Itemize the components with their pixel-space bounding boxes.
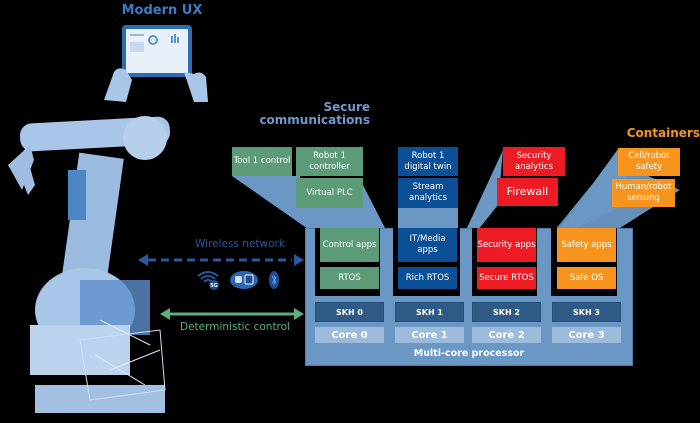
wireless-arrow bbox=[138, 254, 304, 266]
wireless-icons: 5G bbox=[197, 271, 279, 290]
rtos-chip: RTOS bbox=[320, 267, 379, 289]
skh-0: SKH 0 bbox=[315, 302, 384, 322]
it-media-apps-chip: IT/Media apps bbox=[398, 228, 457, 262]
funnel-core0 bbox=[232, 176, 374, 236]
virtual-plc-chip: Virtual PLC bbox=[296, 178, 363, 208]
wireless-network-label: Wireless network bbox=[195, 238, 285, 250]
wifi-cloud-icon bbox=[230, 271, 258, 289]
funnel-core1 bbox=[398, 208, 458, 228]
firewall-chip: Firewall bbox=[497, 178, 558, 206]
funnel-core2 bbox=[466, 150, 503, 230]
deterministic-arrowhead-left bbox=[160, 308, 170, 320]
control-apps-chip: Control apps bbox=[320, 228, 379, 262]
human-robot-sensing-chip: Human/robot sensing bbox=[612, 179, 675, 207]
safety-apps-chip: Safety apps bbox=[557, 228, 616, 262]
core-3: Core 3 bbox=[552, 327, 621, 343]
deterministic-arrow bbox=[160, 308, 304, 320]
safe-os-chip: Safe OS bbox=[557, 267, 616, 289]
robot-arm-illustration bbox=[8, 116, 171, 413]
core-1: Core 1 bbox=[395, 327, 464, 343]
skh-3: SKH 3 bbox=[552, 302, 621, 322]
deterministic-arrowhead-right bbox=[294, 308, 304, 320]
robot-1-controller-chip: Robot 1 controller bbox=[296, 147, 363, 176]
wireless-arrowhead-left bbox=[138, 254, 148, 266]
bluetooth-icon bbox=[269, 271, 279, 289]
svg-text:5G: 5G bbox=[210, 283, 218, 289]
containers-title: Containers bbox=[626, 126, 700, 140]
secure-communications-title: Secure communications bbox=[259, 100, 370, 128]
stream-analytics-chip: Stream analytics bbox=[398, 178, 458, 208]
security-apps-chip: Security apps bbox=[477, 228, 536, 262]
tool-1-control-chip: Tool 1 control bbox=[232, 147, 292, 176]
modern-ux-title: Modern UX bbox=[121, 3, 203, 18]
processor-label: Multi-core processor bbox=[413, 348, 525, 359]
cell-robot-safety-chip: Cell/robot safety bbox=[618, 148, 680, 176]
skh-1: SKH 1 bbox=[395, 302, 464, 322]
5g-wifi-icon: 5G bbox=[197, 271, 219, 290]
core-0: Core 0 bbox=[315, 327, 384, 343]
security-analytics-chip: Security analytics bbox=[503, 147, 565, 176]
core-2: Core 2 bbox=[472, 327, 541, 343]
robot-1-digital-twin-chip: Robot 1 digital twin bbox=[398, 147, 458, 176]
secure-rtos-chip: Secure RTOS bbox=[477, 267, 536, 289]
wireless-arrowhead-right bbox=[294, 254, 304, 266]
deterministic-control-label: Deterministic control bbox=[180, 321, 290, 333]
tablet-illustration bbox=[104, 25, 208, 102]
skh-2: SKH 2 bbox=[472, 302, 541, 322]
rich-rtos-chip: Rich RTOS bbox=[398, 267, 457, 289]
